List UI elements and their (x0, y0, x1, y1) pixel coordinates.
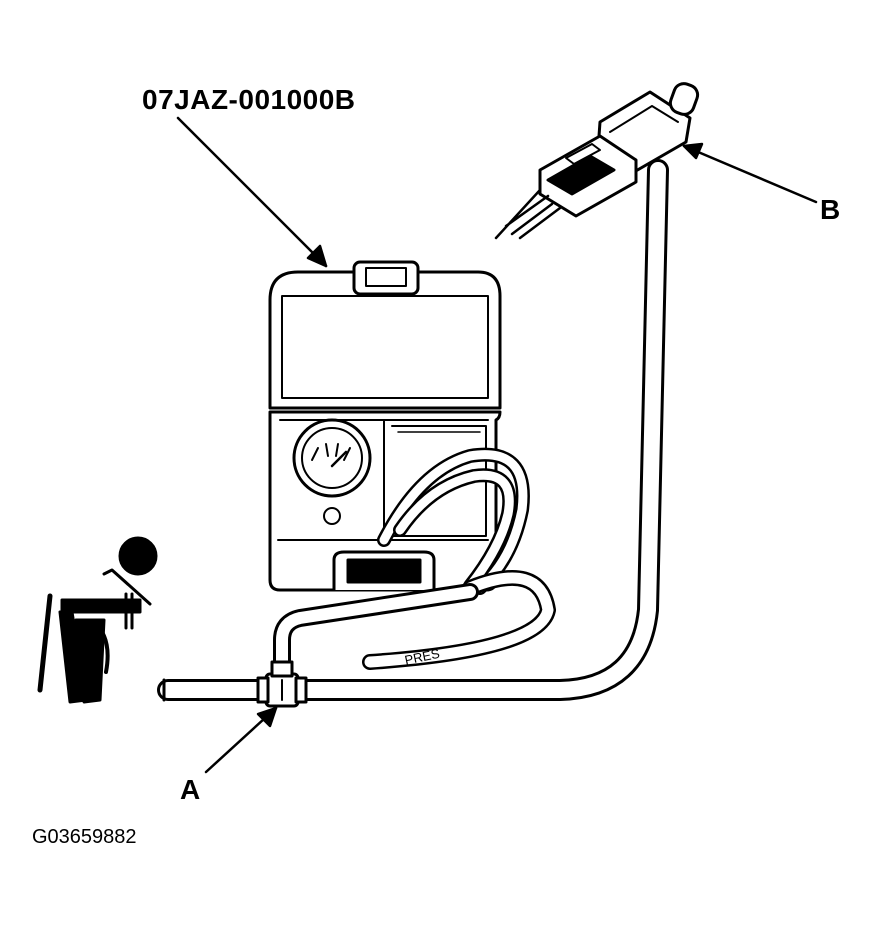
part-number-label: 07JAZ-001000B (142, 84, 356, 115)
pressure-gauge (292, 418, 372, 525)
coiled-hose (362, 447, 556, 670)
main-hose (157, 159, 669, 702)
sensor-connector (494, 82, 700, 240)
callout-a-label: A (180, 774, 201, 805)
t-fitting (256, 660, 308, 708)
pres-hose-tag: PRES (403, 646, 441, 668)
figure-code-label: G03659882 (32, 826, 137, 848)
tester-case-lid (268, 260, 502, 410)
hand-vacuum-pump (37, 536, 158, 704)
pres-tag-text: PRES (403, 646, 441, 668)
callout-b-label: B (820, 194, 841, 225)
leader-lines (176, 116, 818, 774)
